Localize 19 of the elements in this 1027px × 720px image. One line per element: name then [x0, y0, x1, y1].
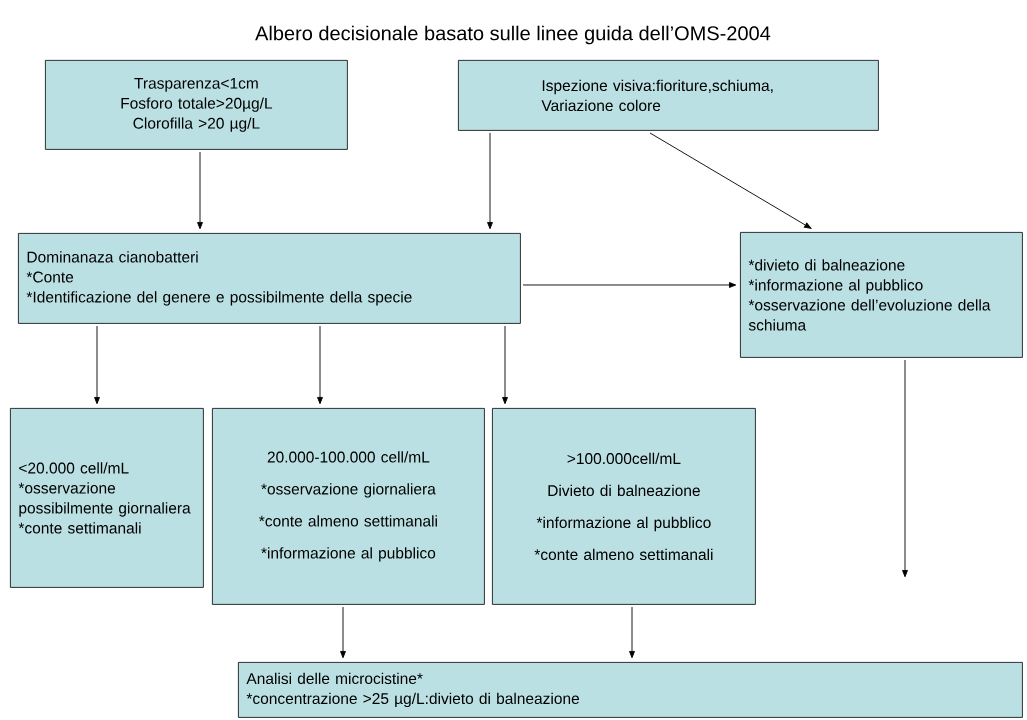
process-box: 20.000-100.000 cell/mL *osservazione giornaliera *conte almeno settimanali *informazione al pubblico [212, 408, 485, 605]
arrow [317, 325, 323, 405]
process-box: Analisi delle microcistine* *concentrazione >25 µg/L:divieto di balneazione [238, 662, 1023, 718]
arrow [629, 606, 635, 659]
process-box: Dominanaza cianobatteri *Conte *Identificazione del genere e possibilmente della specie [18, 233, 521, 324]
arrow [522, 282, 737, 288]
process-box: Trasparenza<1cm Fosforo totale>20µg/L Clorofilla >20 µg/L [45, 60, 348, 150]
arrow [487, 132, 493, 230]
process-box: *divieto di balneazione *informazione al pubblico *osservazione dell’evoluzione della schiuma [740, 232, 1023, 358]
arrow [649, 132, 812, 229]
title: Albero decisionale basato sulle linee guida dell’OMS-2004 [255, 25, 771, 45]
arrow [502, 325, 508, 405]
arrow [340, 606, 346, 659]
process-box: Ispezione visiva:fioriture,schiuma, Variazione colore [458, 60, 879, 131]
arrow [94, 325, 100, 405]
arrow [197, 151, 203, 230]
process-box: >100.000cell/mL Divieto di balneazione *informazione al pubblico *conte almeno settimanali [492, 408, 756, 605]
arrow [902, 359, 908, 578]
process-box: <20.000 cell/mL *osservazione possibilmente giornaliera *conte settimanali [10, 408, 204, 588]
